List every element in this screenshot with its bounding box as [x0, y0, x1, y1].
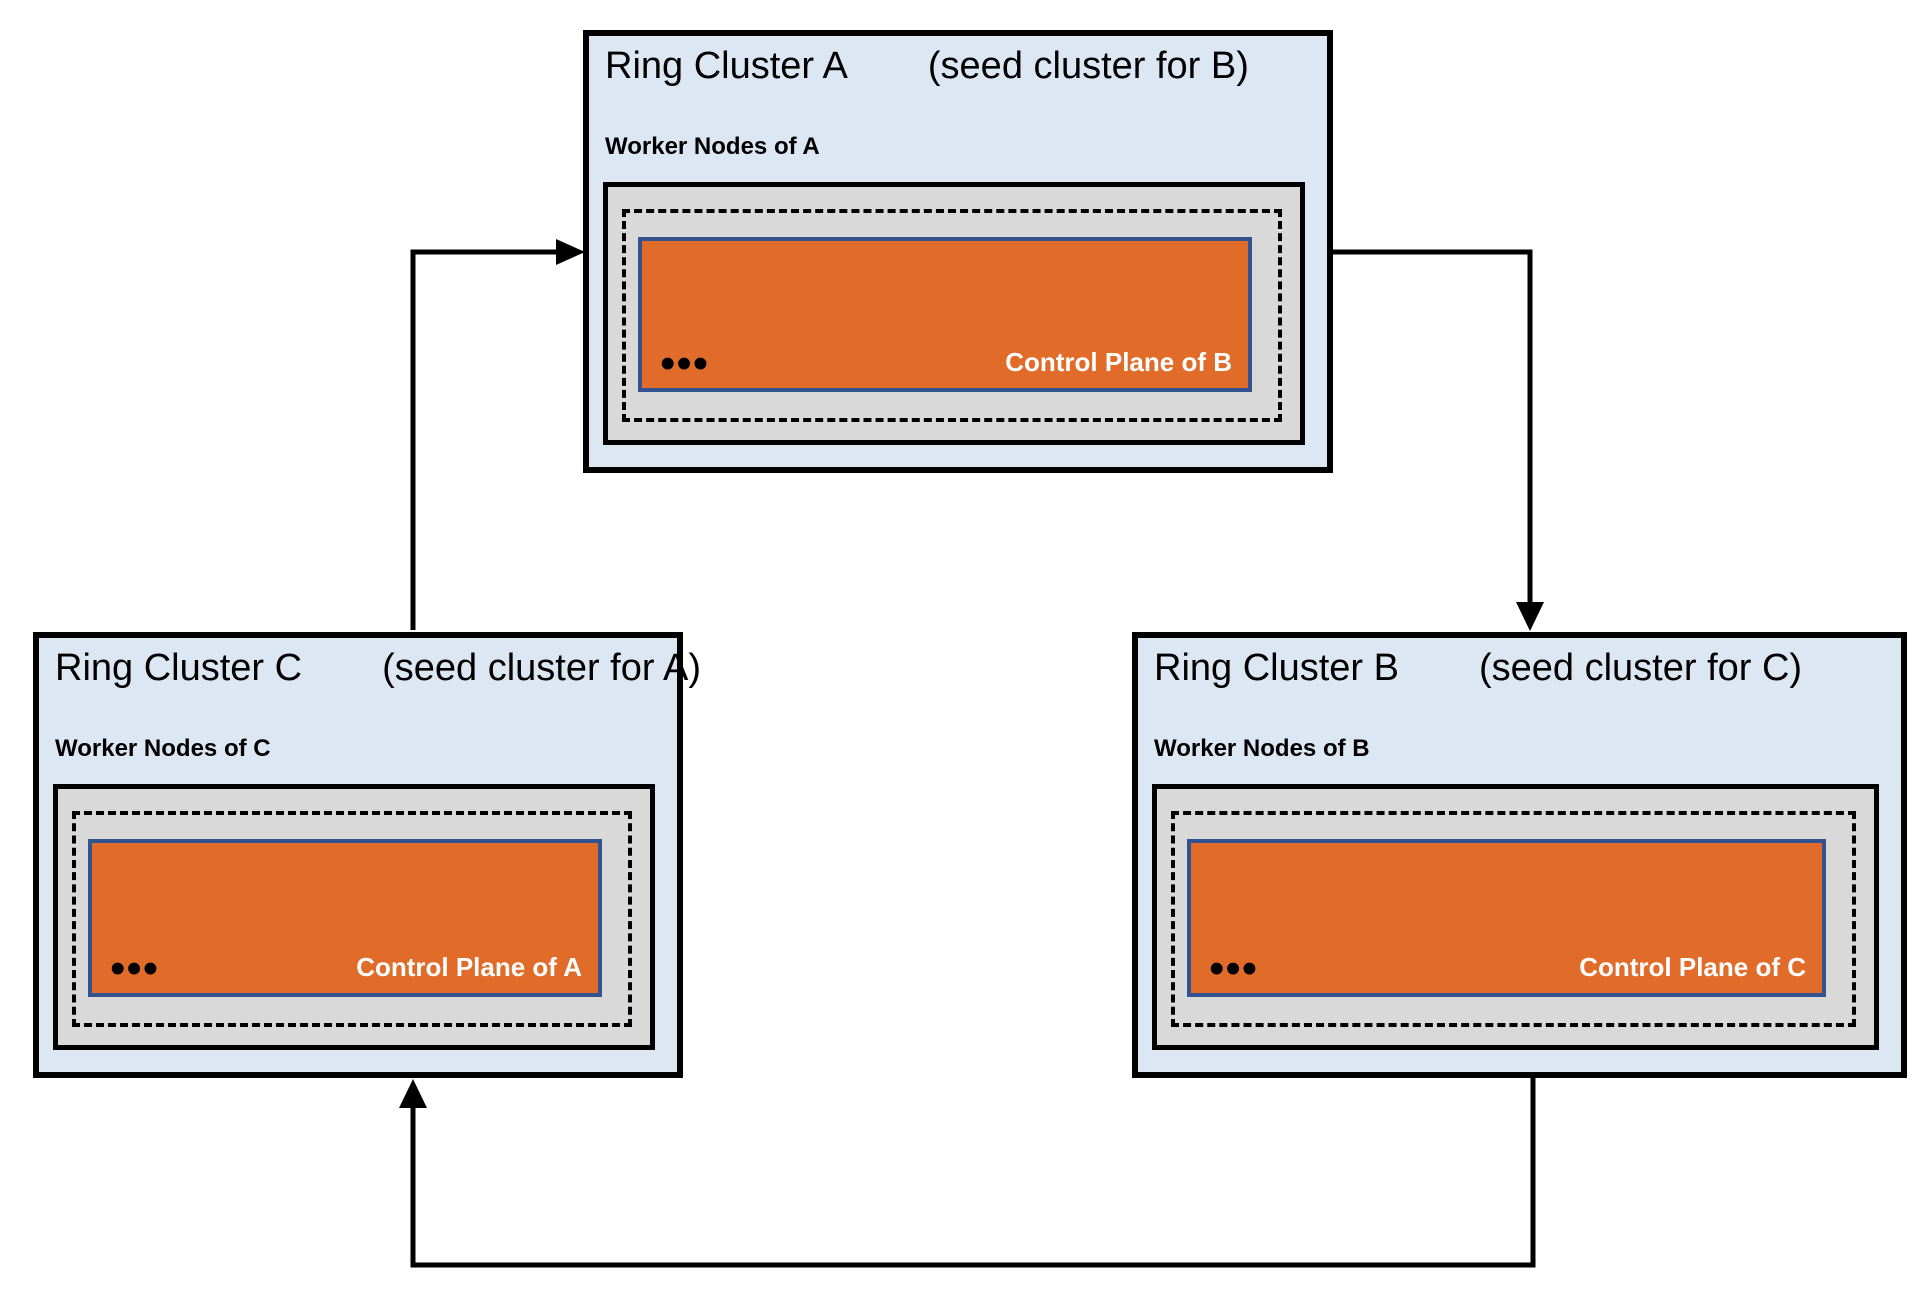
- cluster-box-b: Ring Cluster B (seed cluster for C) Work…: [1132, 632, 1907, 1078]
- cluster-a-title: Ring Cluster A: [605, 45, 848, 87]
- arrow-a-to-b: [1331, 249, 1544, 631]
- cluster-b-ellipsis: •••: [1209, 944, 1259, 993]
- cluster-b-dashed-boundary: ••• Control Plane of C: [1171, 811, 1856, 1027]
- cluster-box-c: Ring Cluster C (seed cluster for A) Work…: [33, 632, 701, 1078]
- cluster-c-title-row: Ring Cluster C (seed cluster for A): [55, 646, 701, 692]
- cluster-c-control-plane-label: Control Plane of A: [356, 952, 582, 982]
- cluster-c-worker-area: ••• Control Plane of A: [53, 784, 655, 1050]
- cluster-b-worker-label: Worker Nodes of B: [1154, 735, 1370, 762]
- cluster-b-seed-note: (seed cluster for C): [1478, 647, 1803, 689]
- arrow-b-to-c: [399, 1076, 1536, 1268]
- cluster-c-title: Ring Cluster C: [55, 647, 303, 689]
- cluster-b-worker-area: ••• Control Plane of C: [1152, 784, 1879, 1050]
- cluster-c-worker-label: Worker Nodes of C: [55, 735, 271, 762]
- cluster-a-worker-label: Worker Nodes of A: [605, 133, 820, 160]
- cluster-b-hosted-control-plane: ••• Control Plane of C: [1187, 839, 1826, 997]
- cluster-a-worker-area: ••• Control Plane of B: [603, 182, 1305, 445]
- cluster-b-title: Ring Cluster B: [1154, 647, 1399, 689]
- cluster-a-seed-note: (seed cluster for B): [927, 45, 1249, 87]
- cluster-b-control-plane-label: Control Plane of C: [1579, 952, 1806, 982]
- cluster-a-ellipsis: •••: [660, 339, 710, 388]
- arrow-c-to-a: [410, 239, 585, 630]
- cluster-c-hosted-control-plane: ••• Control Plane of A: [88, 839, 602, 997]
- cluster-a-dashed-boundary: ••• Control Plane of B: [622, 209, 1282, 422]
- cluster-c-ellipsis: •••: [110, 944, 160, 993]
- cluster-a-title-row: Ring Cluster A (seed cluster for B): [605, 44, 1249, 90]
- cluster-b-title-row: Ring Cluster B (seed cluster for C): [1154, 646, 1802, 692]
- cluster-a-hosted-control-plane: ••• Control Plane of B: [638, 237, 1252, 392]
- cluster-box-a: Ring Cluster A (seed cluster for B) Work…: [583, 30, 1333, 473]
- cluster-a-control-plane-label: Control Plane of B: [1005, 347, 1232, 377]
- cluster-c-seed-note: (seed cluster for A): [382, 647, 701, 689]
- cluster-c-dashed-boundary: ••• Control Plane of A: [72, 811, 632, 1027]
